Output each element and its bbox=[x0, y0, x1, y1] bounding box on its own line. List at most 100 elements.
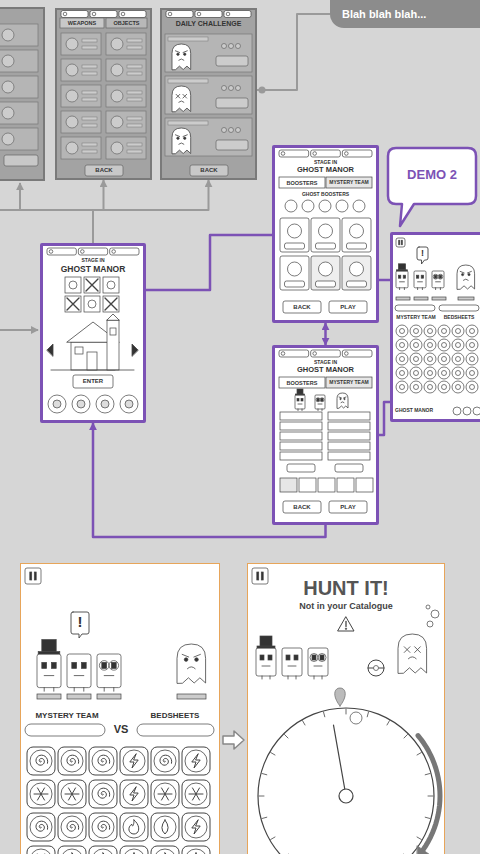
rating-dot bbox=[229, 44, 234, 49]
item-icon bbox=[2, 81, 14, 93]
text-slot: MYSTERY TEAM bbox=[326, 380, 372, 386]
item-card bbox=[106, 59, 146, 81]
item-card bbox=[61, 111, 101, 133]
status-icon bbox=[112, 250, 116, 254]
booster-card bbox=[342, 218, 371, 252]
tab-label: MYSTERY TEAM bbox=[326, 180, 372, 186]
item-line bbox=[127, 39, 142, 42]
character-legs bbox=[318, 409, 322, 411]
cross-mark bbox=[86, 279, 98, 291]
booster-slot bbox=[336, 200, 348, 212]
button-label: PLAY bbox=[329, 304, 367, 311]
capture-ball bbox=[368, 660, 384, 676]
ground-line bbox=[51, 370, 134, 371]
text-slot: BACK bbox=[85, 167, 123, 174]
screen-mockup: STAGE INGHOST MANORBOOSTERSMYSTERY TEAMB… bbox=[272, 345, 379, 525]
tile-ring bbox=[61, 849, 83, 854]
note-bubble: Blah blah blah... bbox=[330, 0, 480, 28]
character-legs bbox=[262, 676, 270, 679]
ghost-eye bbox=[184, 658, 188, 662]
character-eye bbox=[421, 275, 423, 278]
status-pill bbox=[90, 11, 117, 18]
screen-mockup: STAGE INGHOST MANORENTER bbox=[40, 243, 146, 423]
tile-ring bbox=[123, 849, 145, 854]
booster-slot bbox=[319, 200, 331, 212]
ghost-eye bbox=[183, 94, 187, 98]
board-tile bbox=[89, 780, 117, 808]
team-label: BEDSHEETS bbox=[135, 712, 215, 721]
tile-ring bbox=[154, 783, 176, 805]
callout-bubble: DEMO 2 bbox=[388, 148, 476, 204]
board-tile bbox=[410, 325, 422, 337]
board-tile bbox=[182, 747, 210, 775]
team-bar bbox=[137, 724, 214, 736]
glasses bbox=[433, 274, 438, 279]
wheel-tick bbox=[417, 753, 421, 756]
ghost-eye bbox=[184, 137, 186, 139]
item-card bbox=[0, 24, 38, 46]
screen-sketch bbox=[393, 235, 480, 419]
ghost-figure bbox=[398, 634, 427, 673]
health-bar bbox=[97, 694, 121, 699]
wheel-tick bbox=[262, 817, 267, 818]
character-legs bbox=[288, 676, 296, 679]
speech-bubble: ! bbox=[71, 612, 89, 634]
tile-symbol bbox=[192, 820, 200, 834]
character-eye bbox=[317, 399, 319, 402]
tile-symbol bbox=[65, 788, 79, 800]
wheel-tick bbox=[271, 753, 275, 756]
board-tile bbox=[396, 367, 408, 379]
pause-button bbox=[25, 568, 41, 584]
panel-line bbox=[168, 37, 208, 41]
ghost-eye bbox=[340, 398, 341, 399]
booster-slot bbox=[353, 200, 365, 212]
tile-ring bbox=[123, 816, 145, 838]
stat-row bbox=[280, 442, 322, 450]
booster-card bbox=[280, 218, 309, 252]
status-pill bbox=[342, 150, 372, 157]
flow-arrow bbox=[19, 183, 21, 210]
screen-mockup: !MYSTERY TEAMBEDSHEETSGHOST MANOR bbox=[390, 232, 480, 422]
character-eye bbox=[321, 399, 323, 402]
play-button bbox=[216, 56, 248, 66]
tile-symbol bbox=[98, 755, 110, 765]
tile-symbol bbox=[414, 385, 419, 390]
text-slot: BEDSHEETS bbox=[439, 315, 479, 321]
board-tile bbox=[452, 339, 464, 351]
warning-triangle bbox=[338, 617, 354, 631]
stage-label: GHOST MANOR bbox=[395, 408, 445, 414]
menu-icon bbox=[453, 407, 461, 415]
ghost-figure bbox=[172, 128, 191, 154]
tile-symbol bbox=[36, 821, 48, 831]
text-slot: BOOSTERS bbox=[279, 180, 325, 186]
character-mouth bbox=[74, 675, 84, 676]
character-eye bbox=[42, 662, 47, 668]
tile-symbol bbox=[442, 371, 447, 376]
status-pill bbox=[342, 350, 372, 357]
character-eye bbox=[72, 662, 77, 668]
text-slot: OBJECTS bbox=[106, 20, 147, 26]
character-eye bbox=[268, 655, 272, 660]
tab bbox=[279, 177, 325, 188]
screen-mockup: HUNT IT!Not in your Catalogue bbox=[247, 563, 445, 854]
tile-symbol bbox=[34, 788, 48, 800]
tile-symbol bbox=[456, 371, 461, 376]
tile-symbol bbox=[470, 357, 475, 362]
ghost-eye bbox=[176, 94, 180, 98]
text-slot: WEAPONS bbox=[60, 20, 104, 26]
tile-ring bbox=[61, 750, 83, 772]
tile-symbol bbox=[162, 820, 168, 834]
item-icon bbox=[111, 64, 123, 76]
nav-arrow bbox=[132, 344, 138, 356]
tile-ring bbox=[30, 849, 52, 854]
ghost-eye bbox=[177, 53, 179, 55]
character-body bbox=[414, 271, 426, 288]
ghost-eye bbox=[177, 137, 179, 139]
health-bar bbox=[458, 297, 474, 300]
text-slot: STAGE IN bbox=[275, 160, 376, 166]
spinner-wheel bbox=[258, 708, 434, 854]
status-icon bbox=[226, 12, 230, 16]
wheel-pointer bbox=[335, 688, 346, 706]
challenge-panel bbox=[165, 76, 252, 114]
connector-dot bbox=[259, 87, 266, 94]
